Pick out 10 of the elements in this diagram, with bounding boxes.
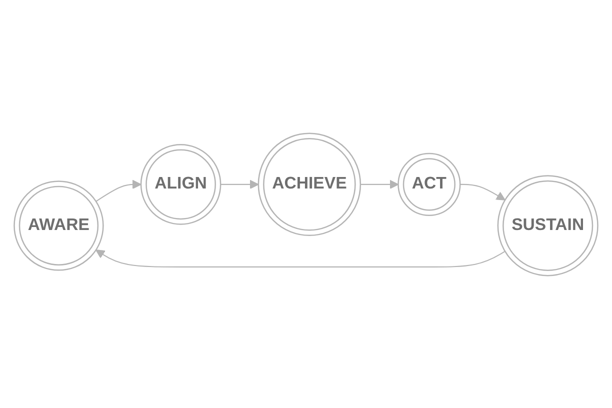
arrow xyxy=(220,179,259,189)
arrow xyxy=(96,249,506,267)
node-circle: SUSTAIN xyxy=(497,174,598,276)
arrow xyxy=(96,179,142,202)
arrow xyxy=(460,183,506,200)
node-circle: ACHIEVE xyxy=(258,132,362,236)
arrow xyxy=(360,179,399,189)
node-circle: AWARE xyxy=(14,180,104,270)
node-circle: ALIGN xyxy=(140,143,222,224)
node-circle: ACT xyxy=(398,152,461,216)
